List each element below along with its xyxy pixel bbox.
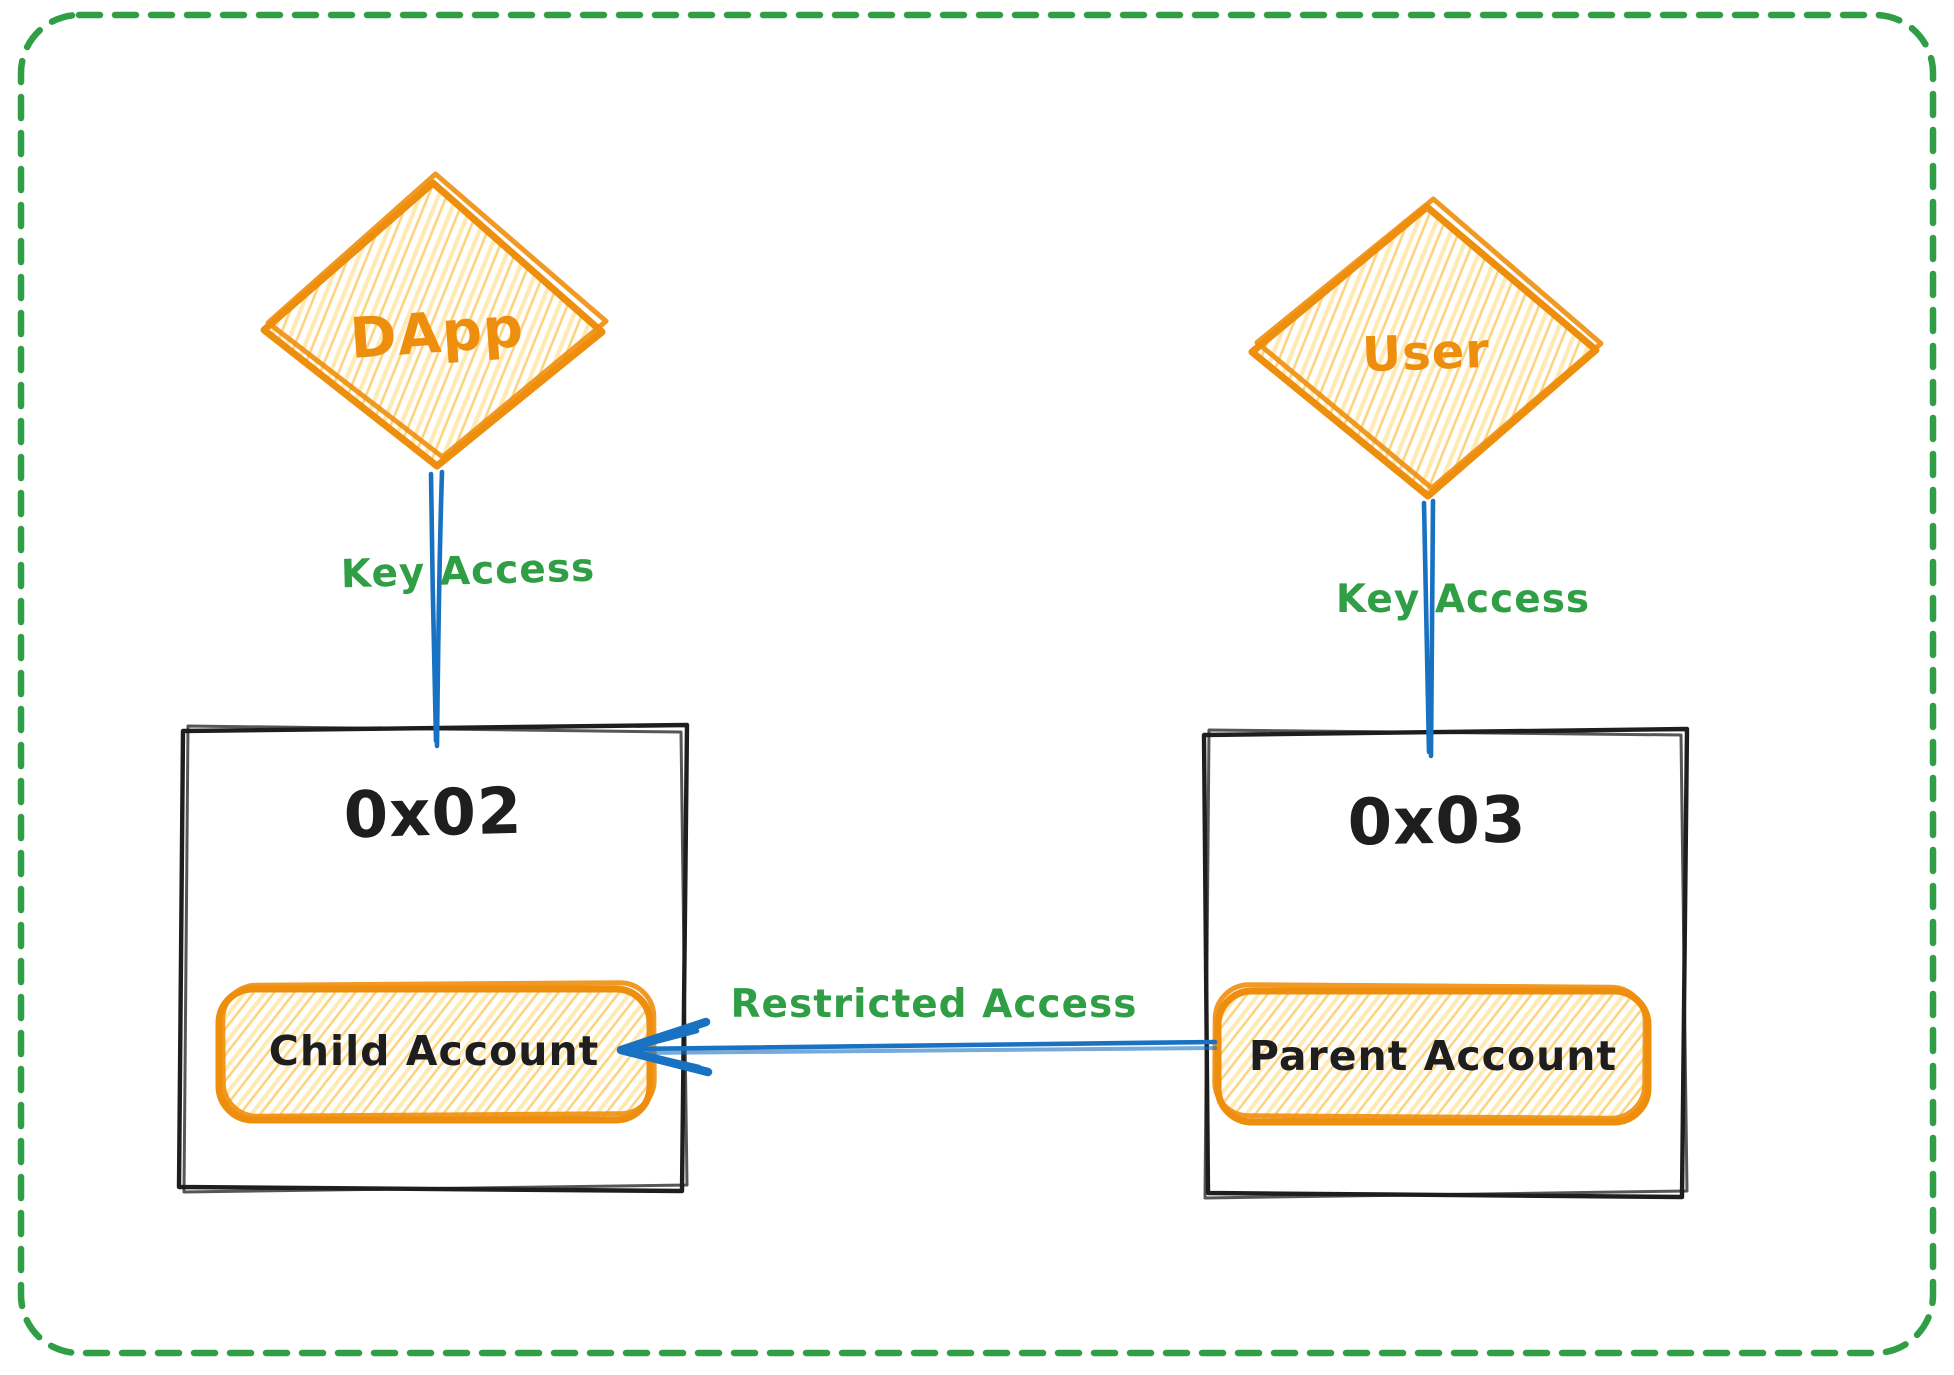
dapp-diamond-outline-2 bbox=[265, 171, 609, 460]
restricted-access-line bbox=[627, 1039, 1218, 1052]
restricted-access-arrowhead-2 bbox=[622, 1028, 702, 1070]
account-0x03-address: 0x03 bbox=[1347, 783, 1527, 860]
dapp-diamond: DApp bbox=[260, 171, 609, 470]
user-key-access-label: Key Access bbox=[1336, 577, 1590, 622]
account-box-0x03: 0x03 Parent Account bbox=[1201, 726, 1690, 1200]
user-diamond: User bbox=[1248, 196, 1604, 500]
parent-account-pill-outline bbox=[1214, 987, 1652, 1126]
restricted-access-line-2 bbox=[638, 1046, 1217, 1055]
child-account-pill: Child Account bbox=[215, 980, 657, 1124]
parent-account-label: Parent Account bbox=[1249, 1032, 1617, 1080]
dapp-key-access-label: Key Access bbox=[340, 546, 595, 598]
user-key-access-connector: Key Access bbox=[1336, 498, 1590, 759]
user-key-access-line-2 bbox=[1428, 498, 1436, 759]
restricted-access-label: Restricted Access bbox=[731, 982, 1138, 1027]
child-account-pill-fill bbox=[219, 989, 650, 1120]
dapp-key-access-connector: Key Access bbox=[340, 469, 596, 749]
user-diamond-outline bbox=[1248, 203, 1600, 500]
dapp-key-access-line-2 bbox=[434, 469, 445, 749]
account-box-0x02: 0x02 Child Account bbox=[176, 722, 690, 1194]
canvas-border bbox=[17, 11, 1937, 1357]
child-account-label: Child Account bbox=[269, 1027, 600, 1075]
user-diamond-outline-2 bbox=[1254, 196, 1604, 491]
user-key-access-line bbox=[1421, 500, 1432, 755]
dapp-label: DApp bbox=[348, 295, 526, 372]
parent-account-pill: Parent Account bbox=[1212, 982, 1652, 1126]
account-box-0x02-outline-2 bbox=[182, 724, 689, 1194]
user-label: User bbox=[1361, 323, 1491, 383]
parent-account-pill-fill bbox=[1218, 991, 1648, 1122]
restricted-access-arrow: Restricted Access bbox=[616, 982, 1218, 1077]
dapp-diamond-outline bbox=[260, 179, 606, 470]
account-0x02-address: 0x02 bbox=[343, 775, 524, 854]
account-box-0x02-outline bbox=[176, 722, 690, 1194]
